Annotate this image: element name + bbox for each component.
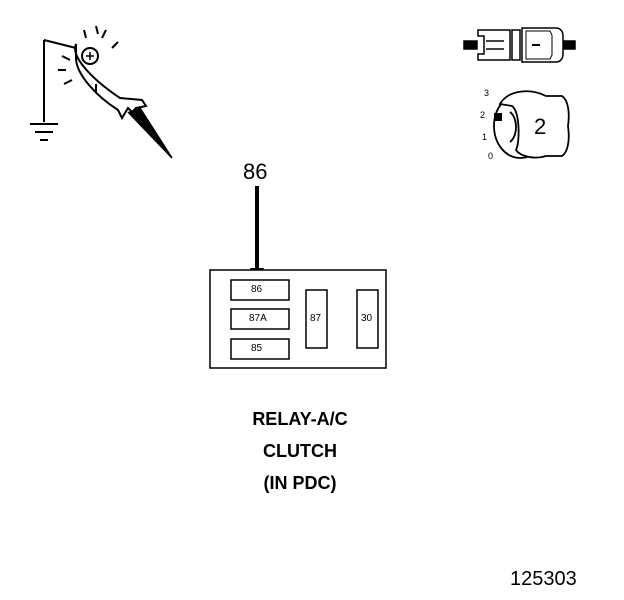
caption-line-1: RELAY-A/C xyxy=(252,409,348,429)
relay-pin-87-label: 87 xyxy=(310,313,322,324)
caption-line-3: (IN PDC) xyxy=(263,473,337,493)
relay-caption: RELAY-A/C CLUTCH (IN PDC) xyxy=(200,403,400,499)
ignition-key-number: 2 xyxy=(534,114,547,139)
figure-id: 125303 xyxy=(510,568,577,590)
ignition-position-0: 0 xyxy=(488,151,494,161)
relay-pin-85-label: 85 xyxy=(251,343,263,354)
pin-cavity-30 xyxy=(356,289,379,349)
pin-cavity-85 xyxy=(230,338,290,360)
ignition-position-3: 3 xyxy=(484,88,490,98)
pin-cavity-87a xyxy=(230,308,290,330)
ignition-position-2: 2 xyxy=(480,110,486,120)
callout-arrow xyxy=(250,186,264,281)
relay-block xyxy=(209,269,387,369)
callout-pin-label: 86 xyxy=(243,159,268,184)
ignition-position-1: 1 xyxy=(482,132,488,142)
relay-pin-86-label: 86 xyxy=(251,284,263,295)
caption-line-2: CLUTCH xyxy=(263,441,337,461)
pin-cavity-87 xyxy=(305,289,328,349)
connector-plug-icon xyxy=(463,27,576,63)
ignition-key-icon xyxy=(493,90,570,159)
test-light-probe-icon xyxy=(30,25,173,159)
relay-pin-30-label: 30 xyxy=(361,313,373,324)
relay-pin-87a-label: 87A xyxy=(249,313,267,324)
pin-cavity-86 xyxy=(230,279,290,301)
